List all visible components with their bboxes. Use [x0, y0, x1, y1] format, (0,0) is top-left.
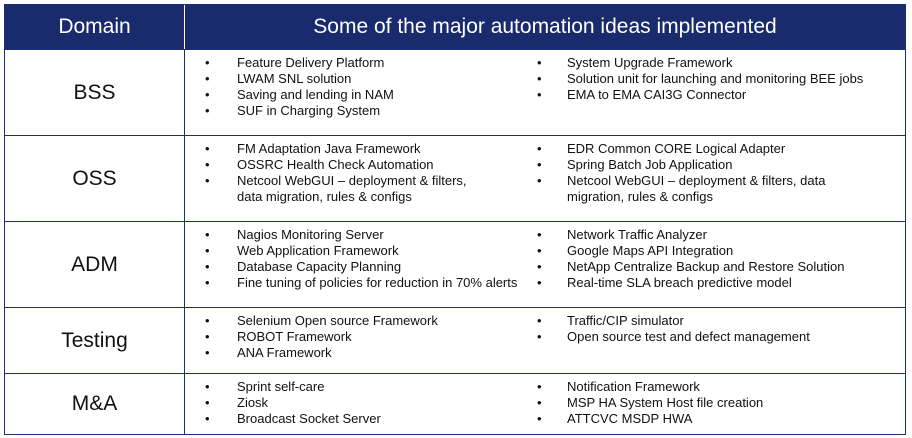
list-item: •Ziosk: [205, 395, 269, 410]
list-item: •Spring Batch Job Application: [537, 157, 733, 172]
bullet-icon: •: [537, 313, 542, 328]
bullet-icon: •: [205, 275, 210, 290]
list-item: •Database Capacity Planning: [205, 259, 402, 274]
ideas-cell: •Feature Delivery Platform •LWAM SNL sol…: [185, 50, 905, 135]
ideas-cell: •FM Adaptation Java Framework •OSSRC Hea…: [185, 136, 905, 221]
bullet-icon: •: [205, 329, 210, 344]
bullet-icon: •: [205, 227, 210, 242]
bullet-icon: •: [537, 243, 542, 258]
domain-cell: BSS: [5, 50, 185, 135]
ideas-left-column: •FM Adaptation Java Framework •OSSRC Hea…: [185, 141, 536, 221]
ideas-left-column: •Selenium Open source Framework •ROBOT F…: [185, 313, 536, 373]
domain-cell: M&A: [5, 374, 185, 434]
table-row-oss: OSS •FM Adaptation Java Framework •OSSRC…: [5, 135, 905, 221]
ideas-cell: •Nagios Monitoring Server •Web Applicati…: [185, 222, 905, 307]
bullet-icon: •: [205, 103, 210, 118]
bullet-icon: •: [205, 243, 210, 258]
list-item: •OSSRC Health Check Automation: [205, 157, 434, 172]
bullet-icon: •: [205, 141, 210, 156]
ideas-right-column: •Notification Framework •MSP HA System H…: [536, 379, 905, 434]
ideas-right-column: •System Upgrade Framework •Solution unit…: [536, 55, 905, 135]
bullet-icon: •: [205, 87, 210, 102]
list-item: •Broadcast Socket Server: [205, 411, 381, 426]
bullet-icon: •: [537, 173, 542, 188]
ideas-right-column: •EDR Common CORE Logical Adapter •Spring…: [536, 141, 905, 221]
table-row-adm: ADM •Nagios Monitoring Server •Web Appli…: [5, 221, 905, 307]
header-domain: Domain: [5, 5, 185, 49]
bullet-icon: •: [537, 329, 542, 344]
list-item: •MSP HA System Host file creation: [537, 395, 764, 410]
list-item: •Netcool WebGUI – deployment & filters, …: [537, 173, 826, 204]
list-item: •Selenium Open source Framework: [205, 313, 438, 328]
list-item: •ROBOT Framework: [205, 329, 352, 344]
list-item: •NetApp Centralize Backup and Restore So…: [537, 259, 845, 274]
list-item: •EMA to EMA CAI3G Connector: [537, 87, 747, 102]
list-item: •Solution unit for launching and monitor…: [537, 71, 864, 86]
list-item: •Saving and lending in NAM: [205, 87, 394, 102]
bullet-icon: •: [205, 259, 210, 274]
list-item: •Real-time SLA breach predictive model: [537, 275, 792, 290]
table-row-ma: M&A •Sprint self-care •Ziosk •Broadcast …: [5, 373, 905, 434]
ideas-cell: •Sprint self-care •Ziosk •Broadcast Sock…: [185, 374, 905, 434]
domain-cell: OSS: [5, 136, 185, 221]
bullet-icon: •: [537, 259, 542, 274]
list-item: •SUF in Charging System: [205, 103, 381, 118]
list-item: •ANA Framework: [205, 345, 332, 360]
list-item: •LWAM SNL solution: [205, 71, 352, 86]
table-header: Domain Some of the major automation idea…: [5, 5, 905, 49]
ideas-left-column: •Feature Delivery Platform •LWAM SNL sol…: [185, 55, 536, 135]
bullet-icon: •: [537, 379, 542, 394]
domain-cell: ADM: [5, 222, 185, 307]
bullet-icon: •: [537, 227, 542, 242]
list-item: •Nagios Monitoring Server: [205, 227, 384, 242]
bullet-icon: •: [205, 313, 210, 328]
bullet-icon: •: [537, 411, 542, 426]
list-item: •Web Application Framework: [205, 243, 399, 258]
list-item: •Feature Delivery Platform: [205, 55, 385, 70]
ideas-left-column: •Sprint self-care •Ziosk •Broadcast Sock…: [185, 379, 536, 434]
ideas-right-column: •Network Traffic Analyzer •Google Maps A…: [536, 227, 905, 307]
table-row-testing: Testing •Selenium Open source Framework …: [5, 307, 905, 373]
ideas-right-column: •Traffic/CIP simulator •Open source test…: [536, 313, 905, 373]
header-ideas: Some of the major automation ideas imple…: [313, 15, 777, 38]
bullet-icon: •: [205, 55, 210, 70]
list-item: •ATTCVC MSDP HWA: [537, 411, 693, 426]
table-row-bss: BSS •Feature Delivery Platform •LWAM SNL…: [5, 49, 905, 135]
list-item: •Notification Framework: [537, 379, 700, 394]
ideas-cell: •Selenium Open source Framework •ROBOT F…: [185, 308, 905, 373]
domain-cell: Testing: [5, 308, 185, 373]
list-item: •Fine tuning of policies for reduction i…: [205, 275, 518, 290]
list-item: •Network Traffic Analyzer: [537, 227, 707, 242]
list-item: •Sprint self-care: [205, 379, 325, 394]
list-item: •FM Adaptation Java Framework: [205, 141, 421, 156]
bullet-icon: •: [537, 157, 542, 172]
automation-table: Domain Some of the major automation idea…: [4, 4, 906, 435]
ideas-left-column: •Nagios Monitoring Server •Web Applicati…: [185, 227, 536, 307]
bullet-icon: •: [205, 411, 210, 426]
bullet-icon: •: [537, 275, 542, 290]
bullet-icon: •: [537, 71, 542, 86]
list-item: •Netcool WebGUI – deployment & filters, …: [205, 173, 467, 204]
bullet-icon: •: [205, 395, 210, 410]
bullet-icon: •: [537, 55, 542, 70]
list-item: •Traffic/CIP simulator: [537, 313, 684, 328]
list-item: •Google Maps API Integration: [537, 243, 734, 258]
bullet-icon: •: [537, 395, 542, 410]
bullet-icon: •: [205, 173, 210, 188]
bullet-icon: •: [537, 87, 542, 102]
bullet-icon: •: [205, 157, 210, 172]
bullet-icon: •: [205, 345, 210, 360]
list-item: •System Upgrade Framework: [537, 55, 733, 70]
bullet-icon: •: [537, 141, 542, 156]
bullet-icon: •: [205, 379, 210, 394]
bullet-icon: •: [205, 71, 210, 86]
list-item: •EDR Common CORE Logical Adapter: [537, 141, 786, 156]
list-item: •Open source test and defect management: [537, 329, 810, 344]
